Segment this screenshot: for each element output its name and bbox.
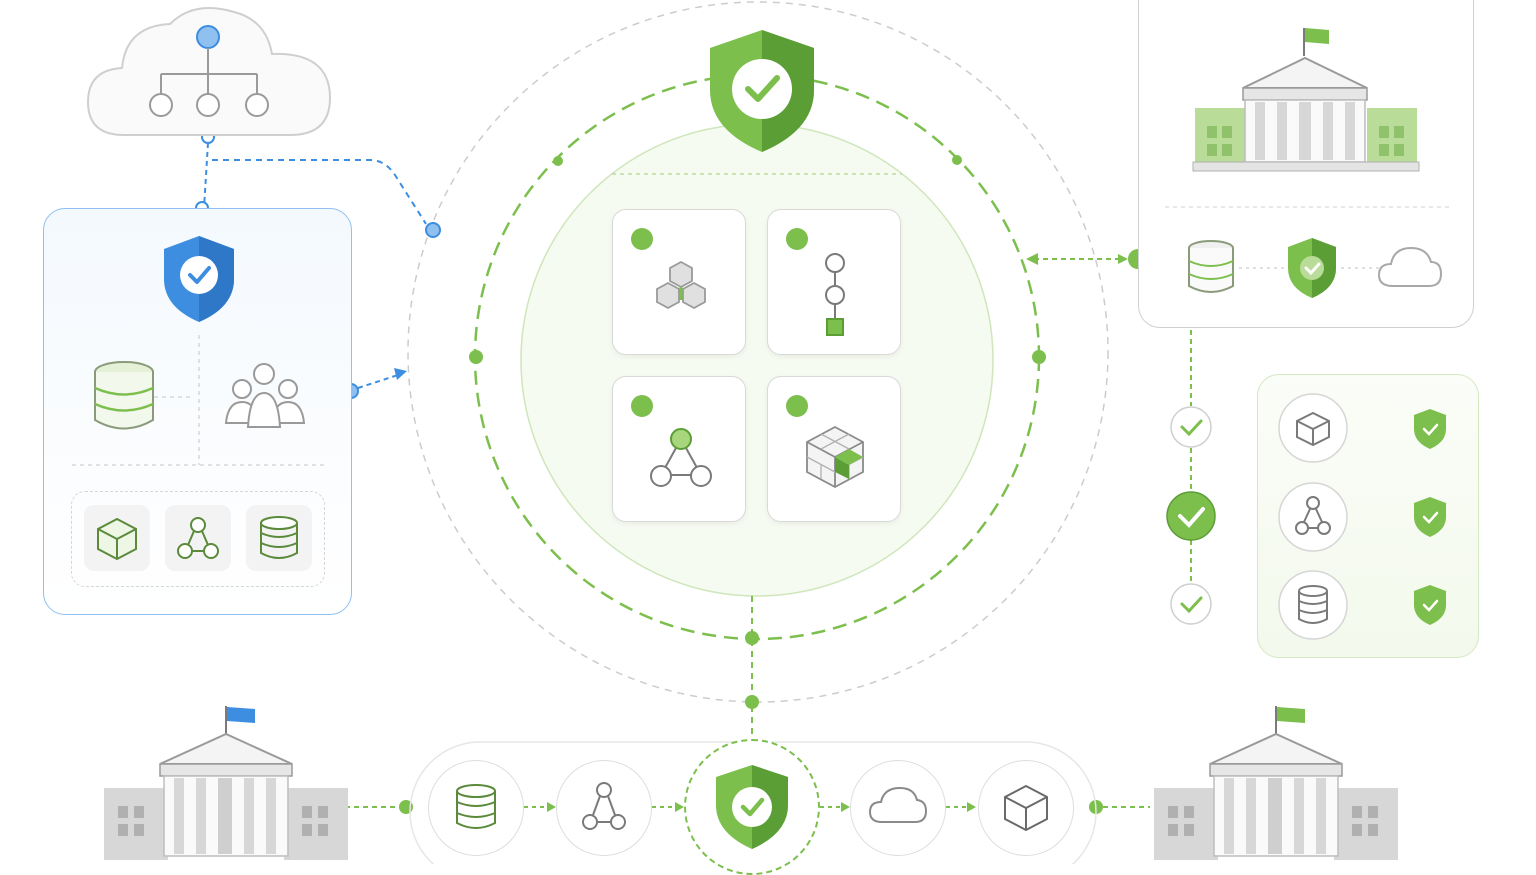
database-icon <box>1188 240 1234 293</box>
shield-check-icon <box>1414 409 1446 449</box>
flag-icon <box>1305 28 1329 44</box>
database-icon <box>260 516 298 559</box>
cube-icon <box>1296 411 1330 447</box>
database-icon <box>1298 585 1328 624</box>
shield-check-icon <box>1288 238 1336 298</box>
chain-node-cloud[interactable] <box>850 760 946 856</box>
government-building-icon <box>1154 706 1398 860</box>
users-group-icon <box>224 363 306 428</box>
check-chain <box>1166 406 1216 625</box>
government-building-icon <box>1192 28 1420 172</box>
status-dot <box>786 228 808 250</box>
resource-chip-network <box>165 505 231 571</box>
cloud-icon <box>1377 246 1443 287</box>
resource-row <box>71 491 325 587</box>
hub-tile-cube-grid[interactable] <box>767 376 901 522</box>
network-icon <box>581 781 626 830</box>
government-building-icon <box>104 706 348 860</box>
left-panel <box>43 208 352 615</box>
chain-node-database[interactable] <box>428 760 524 856</box>
resource-chip-database <box>246 505 312 571</box>
flag-icon <box>227 707 255 723</box>
cube-icon <box>97 517 137 561</box>
hub-tile-triangle-network[interactable] <box>612 376 746 522</box>
ring-node-left <box>469 350 483 364</box>
database-icon <box>94 361 154 430</box>
ring-node-bottom <box>745 631 759 645</box>
outer-node-bottom <box>745 695 759 709</box>
network-icon <box>177 517 219 559</box>
cloud-icon <box>868 786 927 823</box>
ring-node-right <box>1032 350 1046 364</box>
hub-tile-hexagons[interactable] <box>612 209 746 355</box>
chain-node-network[interactable] <box>556 760 652 856</box>
cube-grid-icon <box>806 425 864 489</box>
status-dot <box>631 228 653 250</box>
checklist-row-network <box>1278 482 1348 552</box>
check-icon <box>1170 583 1212 625</box>
hexagon-cluster-icon <box>656 260 706 310</box>
right-checklist-panel <box>1257 374 1479 658</box>
shield-check-icon <box>164 236 234 322</box>
hub-tile-pipeline[interactable] <box>767 209 901 355</box>
resource-chip-cube <box>84 505 150 571</box>
shield-check-icon <box>1414 585 1446 625</box>
chain-node-shield[interactable] <box>684 739 820 875</box>
status-dot <box>786 395 808 417</box>
database-icon <box>455 783 496 829</box>
network-icon <box>1295 496 1331 535</box>
cube-icon <box>1003 784 1048 831</box>
status-dot <box>631 395 653 417</box>
cloud-hierarchy-icon <box>86 7 332 136</box>
chain-node-cube[interactable] <box>978 760 1074 856</box>
shield-check-icon <box>710 30 814 152</box>
check-icon <box>1166 491 1216 541</box>
check-icon <box>1170 406 1212 448</box>
inner-ring <box>520 123 994 597</box>
pipeline-icon <box>825 253 845 336</box>
shield-check-icon <box>1414 497 1446 537</box>
shield-check-icon <box>716 765 788 849</box>
top-right-panel <box>1138 0 1474 328</box>
triangle-network-icon <box>650 428 712 487</box>
flag-icon <box>1277 707 1305 723</box>
